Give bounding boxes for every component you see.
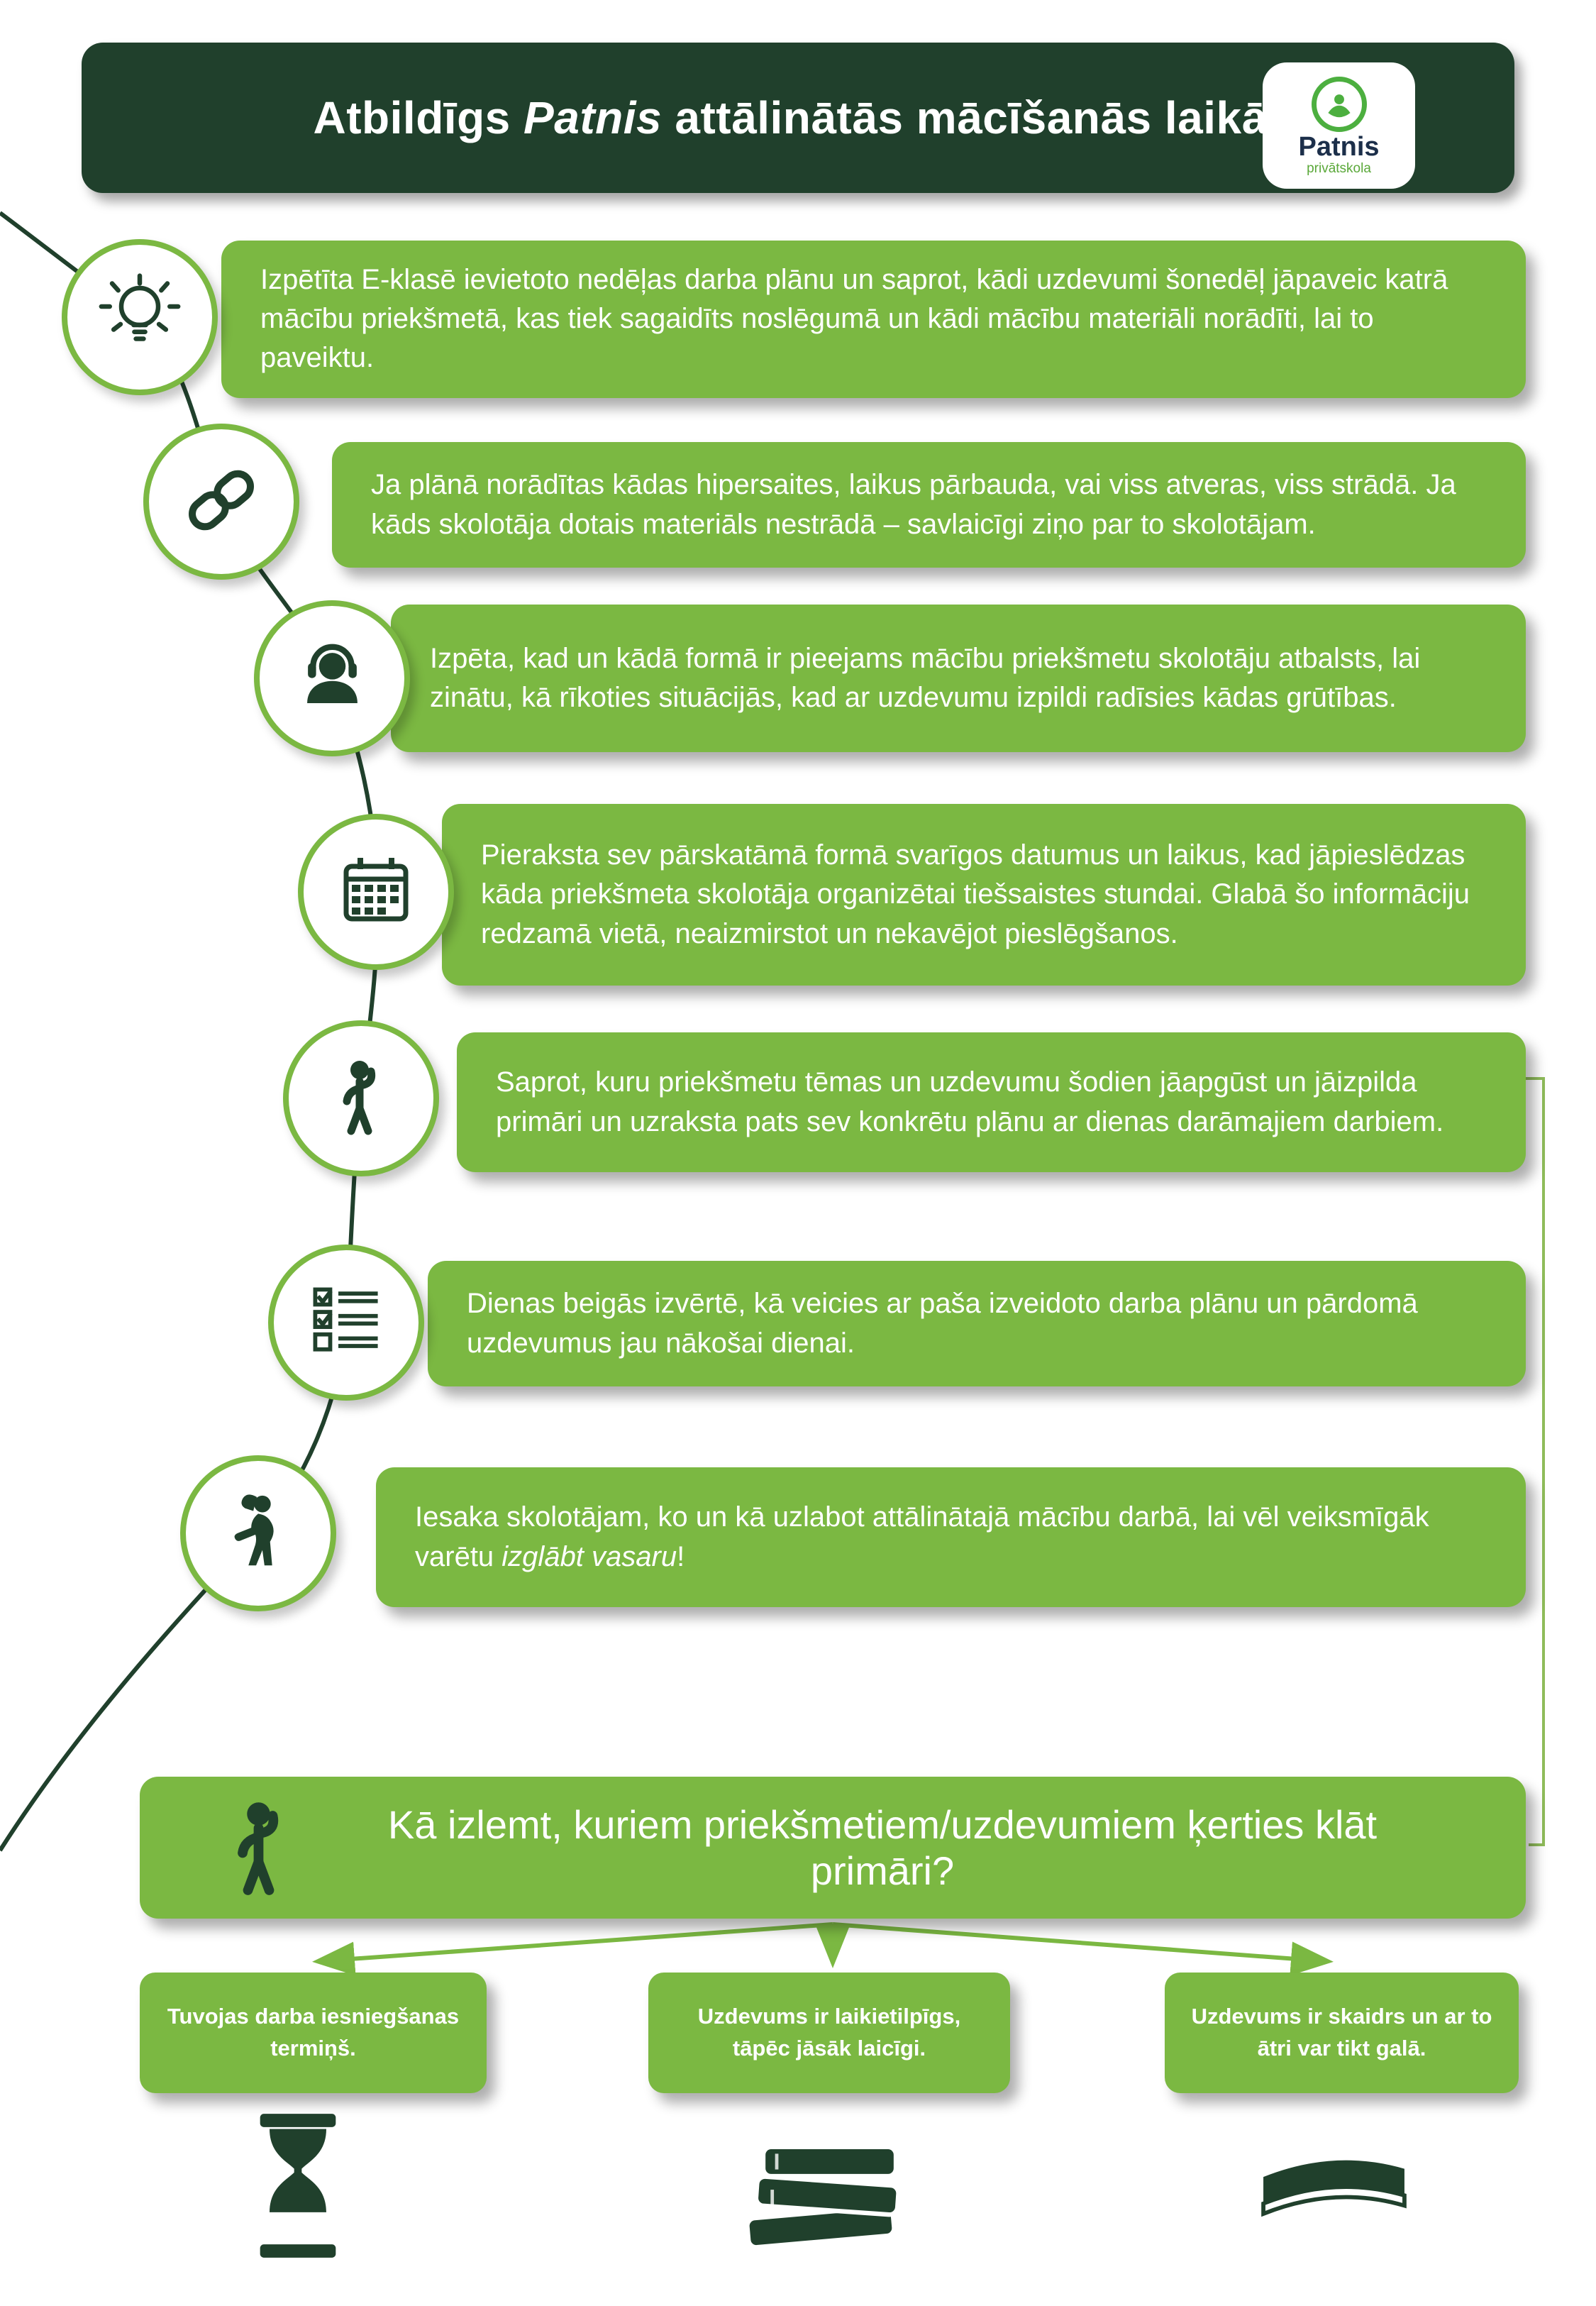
logo-subtitle: privātskola <box>1307 160 1371 176</box>
step-text: Iesaka skolotājam, ko un kā uzlabot attā… <box>415 1501 1429 1572</box>
book-stack-icon <box>724 2097 922 2267</box>
hourglass-icon <box>227 2104 369 2267</box>
page-title: Atbildīgs Patnis attālinātās mācīšanās l… <box>313 92 1283 143</box>
thinking-person-icon <box>207 1794 314 1904</box>
grouping-bracket-line <box>1526 1077 1545 1846</box>
reason-text: Uzdevums ir laikietilpīgs, tāpēc jāsāk l… <box>697 2004 961 2060</box>
header-banner: Atbildīgs Patnis attālinātās mācīšanās l… <box>82 43 1514 193</box>
step-text: Izpēta, kad un kādā formā ir pieejams mā… <box>430 642 1421 713</box>
step-card-4: Pieraksta sev pārskatāmā formā svarīgos … <box>442 804 1526 986</box>
step-icon-circle-4 <box>298 814 454 970</box>
step-icon-circle-6 <box>268 1245 424 1401</box>
flow-arrows <box>312 1922 1334 1976</box>
step-text: Ja plānā norādītas kādas hipersaites, la… <box>371 469 1456 540</box>
step-card-5: Saprot, kuru priekšmetu tēmas un uzdevum… <box>457 1032 1526 1172</box>
step-icon-circle-2 <box>143 424 299 580</box>
step-text: Izpētīta E-klasē ievietoto nedēļas darba… <box>260 264 1448 374</box>
step-text: Dienas beigās izvērtē, kā veicies ar paš… <box>467 1288 1418 1359</box>
speaking-person-icon <box>216 1490 300 1577</box>
smiley-logo-icon <box>1311 76 1367 132</box>
patnis-logo: Patnis privātskola <box>1263 62 1415 189</box>
step-text: Saprot, kuru priekšmetu tēmas un uzdevum… <box>496 1066 1444 1137</box>
question-card: Kā izlemt, kuriem priekšmetiem/uzdevumie… <box>140 1777 1526 1919</box>
step-icon-circle-3 <box>254 600 410 756</box>
calendar-icon <box>333 848 419 937</box>
checklist-icon <box>306 1280 387 1365</box>
step-card-1: Izpētīta E-klasē ievietoto nedēļas darba… <box>221 241 1526 398</box>
lightbulb-icon <box>94 270 186 365</box>
reason-text: Tuvojas darba iesniegšanas termiņš. <box>167 2004 460 2060</box>
thinking-person-icon <box>318 1054 404 1143</box>
step-card-2: Ja plānā norādītas kādas hipersaites, la… <box>332 442 1526 568</box>
reason-card-deadline: Tuvojas darba iesniegšanas termiņš. <box>140 1973 487 2093</box>
step-card-6: Dienas beigās izvērtē, kā veicies ar paš… <box>428 1261 1526 1386</box>
question-text: Kā izlemt, kuriem priekšmetiem/uzdevumie… <box>387 1802 1378 1893</box>
step-icon-circle-1 <box>62 239 218 395</box>
step-icon-circle-7 <box>180 1455 336 1611</box>
step-icon-circle-5 <box>283 1020 439 1176</box>
reason-card-clear-task: Uzdevums ir skaidrs un ar to ātri var ti… <box>1165 1973 1519 2093</box>
reason-card-time-consuming: Uzdevums ir laikietilpīgs, tāpēc jāsāk l… <box>648 1973 1010 2093</box>
logo-name: Patnis <box>1298 131 1380 162</box>
step-text: Pieraksta sev pārskatāmā formā svarīgos … <box>481 839 1470 949</box>
step-card-7: Iesaka skolotājam, ko un kā uzlabot attā… <box>376 1467 1526 1607</box>
headset-support-icon <box>288 632 377 724</box>
reason-text: Uzdevums ir skaidrs un ar to ātri var ti… <box>1191 2004 1492 2060</box>
book-icon <box>1245 2139 1422 2246</box>
step-card-3: Izpēta, kad un kādā formā ir pieejams mā… <box>391 605 1526 752</box>
chain-link-icon <box>179 458 264 546</box>
